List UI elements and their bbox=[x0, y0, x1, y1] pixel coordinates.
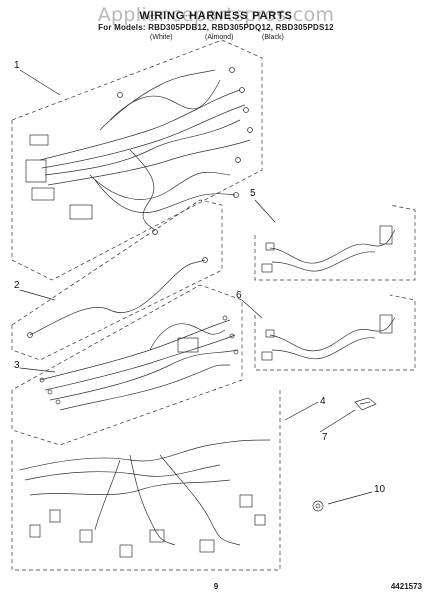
callout-1: 1 bbox=[14, 60, 20, 71]
finish-labels: (White) (Almond) (Black) bbox=[0, 34, 432, 46]
finish-white: (White) bbox=[150, 34, 173, 41]
finish-black: (Black) bbox=[262, 34, 284, 41]
callout-2: 2 bbox=[14, 280, 20, 291]
harness-2-group bbox=[11, 199, 223, 361]
connector-block bbox=[69, 204, 93, 220]
harness-4-group bbox=[11, 390, 281, 571]
nut-part-10 bbox=[312, 500, 324, 512]
clip-part-7 bbox=[354, 397, 377, 411]
page-number: 9 bbox=[213, 582, 219, 591]
callout-5: 5 bbox=[250, 188, 256, 199]
callout-4: 4 bbox=[320, 396, 326, 407]
harness-6-group bbox=[254, 294, 416, 371]
model-list: For Models: RBD305PDB12, RBD305PDQ12, RB… bbox=[98, 23, 334, 32]
connector-block bbox=[31, 187, 55, 201]
site-watermark: Appliancepartspros.com bbox=[97, 4, 335, 26]
harness-5-group bbox=[254, 204, 416, 281]
callout-10: 10 bbox=[374, 484, 386, 495]
harness-1-group bbox=[11, 39, 263, 281]
callout-3: 3 bbox=[14, 360, 20, 371]
document-part-number: 4421573 bbox=[390, 582, 422, 591]
page-title: WIRING HARNESS PARTS bbox=[139, 10, 293, 22]
finish-almond: (Almond) bbox=[205, 34, 234, 41]
connector-block bbox=[25, 159, 47, 183]
harness-3-group bbox=[11, 284, 243, 446]
connector-block bbox=[29, 134, 49, 146]
callout-6: 6 bbox=[236, 290, 242, 301]
callout-7: 7 bbox=[322, 432, 328, 443]
